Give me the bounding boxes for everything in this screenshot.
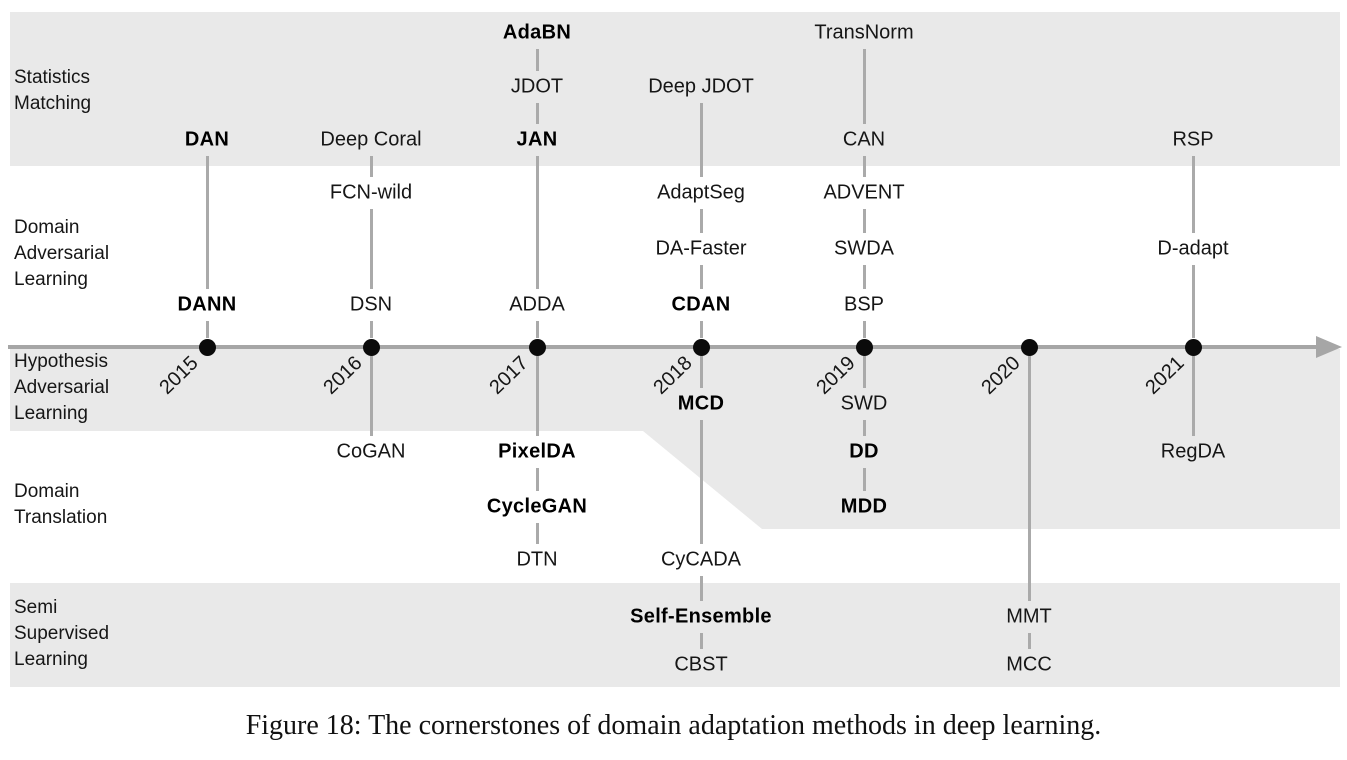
method-label-regda: RegDA [1160,440,1226,463]
connector-segment [535,321,539,338]
connector-segment [535,523,539,544]
method-label-mmt: MMT [1006,605,1052,628]
method-label-jan: JAN [516,128,558,151]
method-label-self-ensemble: Self-Ensemble [630,605,772,628]
connector-segment [862,49,866,124]
connector-segment [535,103,539,124]
method-label-mdd: MDD [840,495,888,518]
connector-segment [1191,265,1195,338]
band-statistics-matching [10,12,1340,166]
method-label-cdan: CDAN [671,293,731,316]
method-label-adda: ADDA [509,293,565,316]
connector-segment [535,468,539,491]
connector-segment [862,209,866,233]
timeline-dot-2019 [855,338,873,356]
method-label-cycada: CyCADA [660,548,742,571]
connector-segment [862,156,866,177]
connector-segment [699,265,703,289]
connector-segment [1027,356,1031,601]
timeline-arrow-head-icon [1316,336,1342,358]
method-label-can: CAN [842,128,886,151]
connector-segment [699,633,703,649]
figure-caption: Figure 18: The cornerstones of domain ad… [245,710,1102,741]
connector-segment [369,321,373,338]
category-label-hypothesis-adversarial-learning: Hypothesis Adversarial Learning [14,351,110,424]
method-label-transnorm: TransNorm [814,21,914,44]
method-label-cyclegan: CycleGAN [486,495,588,518]
category-label-domain-adversarial-learning: Domain Adversarial Learning [14,217,110,290]
timeline-dot-2020 [1020,338,1038,356]
method-label-mcc: MCC [1006,653,1052,676]
method-label-advent: ADVENT [823,181,905,204]
band-semi-supervised [10,583,1340,687]
connector-segment [699,576,703,601]
connector-segment [699,420,703,544]
method-label-rsp: RSP [1172,128,1214,151]
method-label-pixelda: PixelDA [498,440,576,463]
timeline-dot-2015 [198,338,216,356]
connector-segment [862,420,866,436]
timeline-dot-2016 [362,338,380,356]
method-label-dsn: DSN [349,293,393,316]
connector-segment [205,321,209,338]
connector-segment [369,156,373,177]
method-label-adaptseg: AdaptSeg [657,181,745,204]
method-label-swd: SWD [840,392,888,415]
method-label-da-faster: DA-Faster [655,237,747,260]
method-label-swda: SWDA [834,237,894,260]
method-label-dann: DANN [177,293,237,316]
connector-segment [369,356,373,436]
connector-segment [1191,156,1195,233]
connector-segment [699,321,703,338]
method-label-deep-jdot: Deep JDOT [648,75,754,98]
method-label-deep-coral: Deep Coral [320,128,422,151]
connector-segment [369,209,373,289]
timeline-axis [8,345,1318,349]
timeline-dot-2018 [692,338,710,356]
category-label-semi-supervised-learning: Semi Supervised Learning [14,597,110,670]
category-label-domain-translation: Domain Translation [14,481,108,528]
method-label-mcd: MCD [677,392,725,415]
connector-segment [535,356,539,436]
method-label-bsp: BSP [843,293,885,316]
method-label-fcn-wild: FCN-wild [329,181,413,204]
connector-segment [1027,633,1031,649]
connector-segment [862,468,866,491]
method-label-cbst: CBST [674,653,728,676]
timeline-dot-2017 [528,338,546,356]
connector-segment [862,265,866,289]
method-label-adabn: AdaBN [502,21,572,44]
connector-segment [862,356,866,388]
connector-segment [535,156,539,289]
method-label-dd: DD [849,440,879,463]
method-label-dan: DAN [184,128,230,151]
connector-segment [699,103,703,177]
method-label-jdot: JDOT [510,75,564,98]
method-label-cogan: CoGAN [336,440,406,463]
category-label-statistics-matching: Statistics Matching [14,67,92,114]
connector-segment [205,156,209,289]
connector-segment [862,321,866,338]
timeline-dot-2021 [1184,338,1202,356]
connector-segment [1191,356,1195,436]
connector-segment [699,356,703,388]
connector-segment [535,49,539,71]
connector-segment [699,209,703,233]
method-label-d-adapt: D-adapt [1157,237,1229,260]
method-label-dtn: DTN [516,548,558,571]
